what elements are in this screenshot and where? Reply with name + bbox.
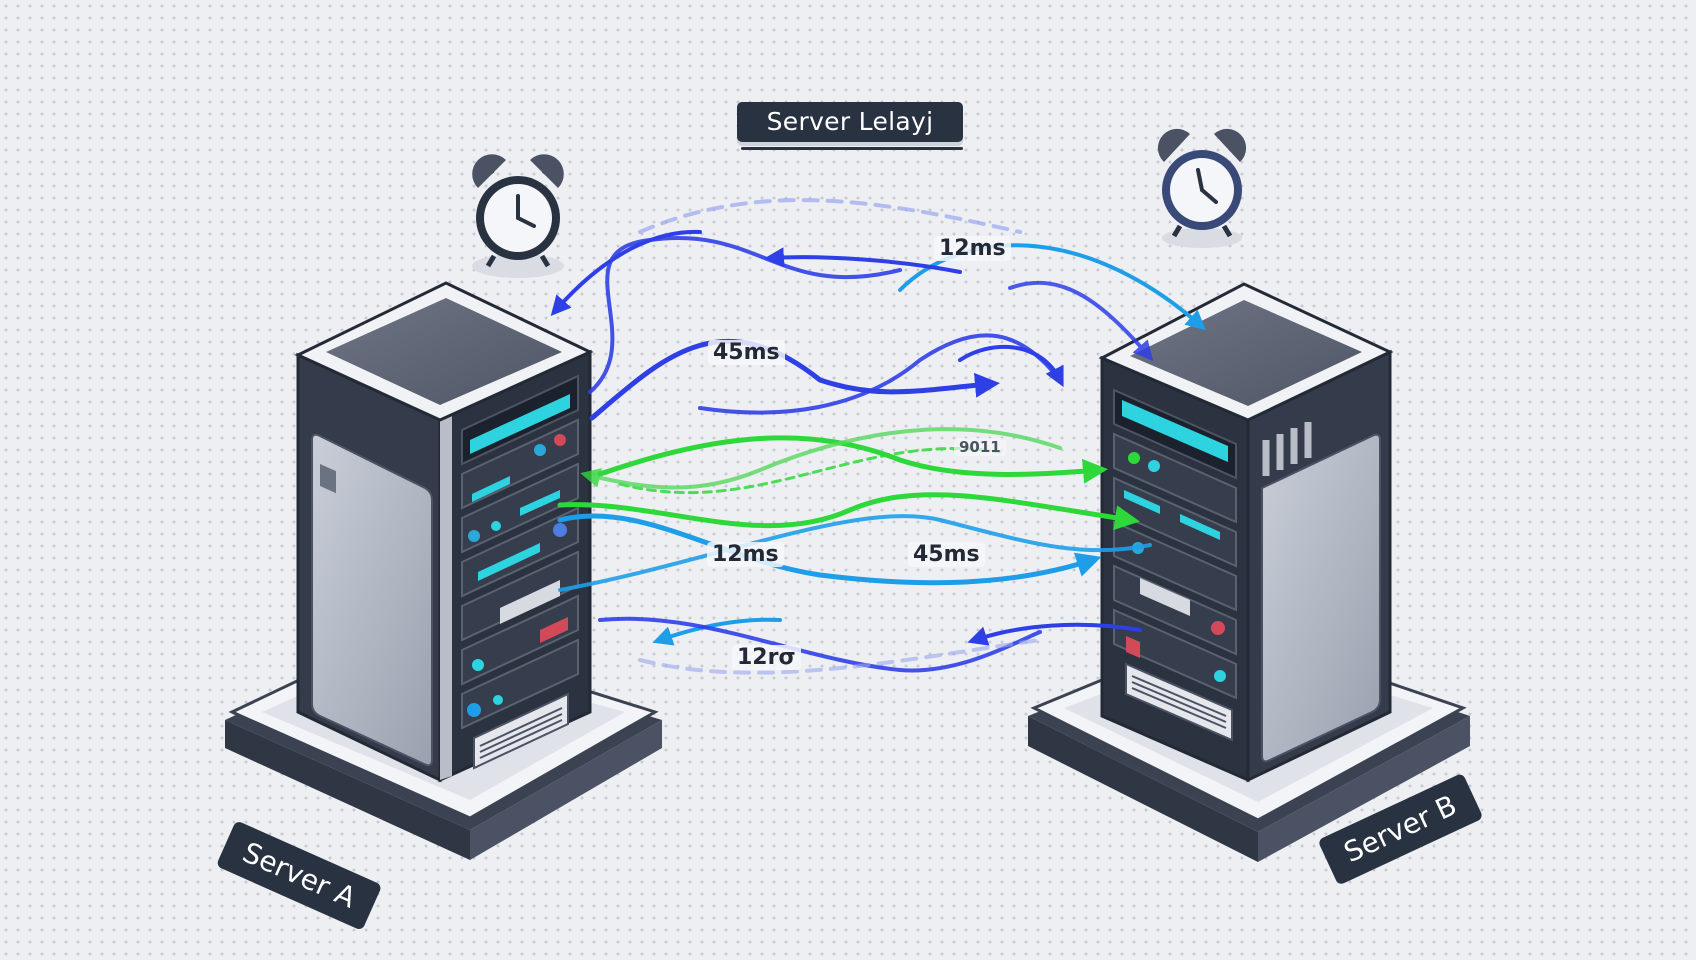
- link-bottom-to-b: [967, 622, 1142, 646]
- latency-label: 45ms: [908, 542, 985, 567]
- server-b-rack-units: [1113, 388, 1237, 742]
- title-underline: [741, 147, 963, 150]
- alarm-clock-icon: [1157, 128, 1247, 248]
- link-arc-to-a: [550, 229, 702, 317]
- latency-links: [550, 198, 1207, 675]
- link-45ms-wave: [958, 344, 1064, 388]
- link-12ms-mid: [557, 513, 1102, 586]
- link-to-a-top: [764, 247, 962, 274]
- link-green-dashed: [618, 447, 1002, 495]
- latency-label: 12ms: [934, 236, 1011, 261]
- link-top-loop: [588, 236, 902, 394]
- latency-label: 12ms: [707, 542, 784, 567]
- link-bottom-faint: [638, 638, 1042, 675]
- link-bottom-wave: [598, 616, 1042, 673]
- link-green-lower: [557, 492, 1140, 531]
- link-green-return: [580, 427, 1062, 490]
- link-faint-top: [638, 198, 1022, 234]
- link-45ms-upper: [589, 338, 1000, 421]
- link-45ms-return: [698, 333, 1062, 415]
- link-12ms-top: [898, 243, 1207, 331]
- latency-label: 12rσ: [732, 645, 801, 670]
- server-a-rack-units: [461, 374, 579, 770]
- link-cross-b: [1008, 280, 1154, 362]
- server-a: [225, 281, 662, 860]
- link-lower-to-a: [652, 617, 782, 646]
- alarm-clock-icon: [472, 154, 564, 278]
- latency-label: 45ms: [708, 340, 785, 365]
- latency-label-faint: 9011: [954, 438, 1006, 456]
- link-45ms-mid: [558, 514, 1152, 592]
- diagram-title: Server Lelayj: [737, 102, 963, 142]
- server-b: [1028, 282, 1470, 862]
- link-green-upper: [597, 435, 1108, 484]
